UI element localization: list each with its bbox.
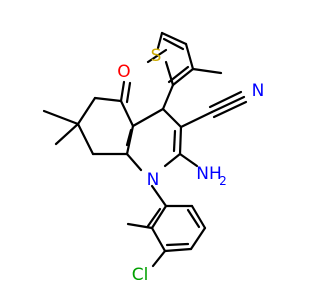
- amino-subscript-label: 2: [219, 174, 227, 188]
- ring-nitrogen-label: N: [147, 170, 160, 190]
- amino-nh-label: NH: [196, 164, 222, 184]
- molecule-structure: S O N NH 2 N Cl: [42, 31, 264, 285]
- amino-group-label: NH 2: [196, 164, 227, 188]
- sulfur-atom-label: S: [151, 46, 162, 66]
- oxygen-atom-label: O: [117, 62, 130, 82]
- atom-labels: S O N NH 2 N Cl: [117, 46, 264, 285]
- nitrile-nitrogen-label: N: [252, 81, 265, 101]
- chlorine-atom-label: Cl: [132, 265, 149, 285]
- bond-lines: [42, 31, 248, 268]
